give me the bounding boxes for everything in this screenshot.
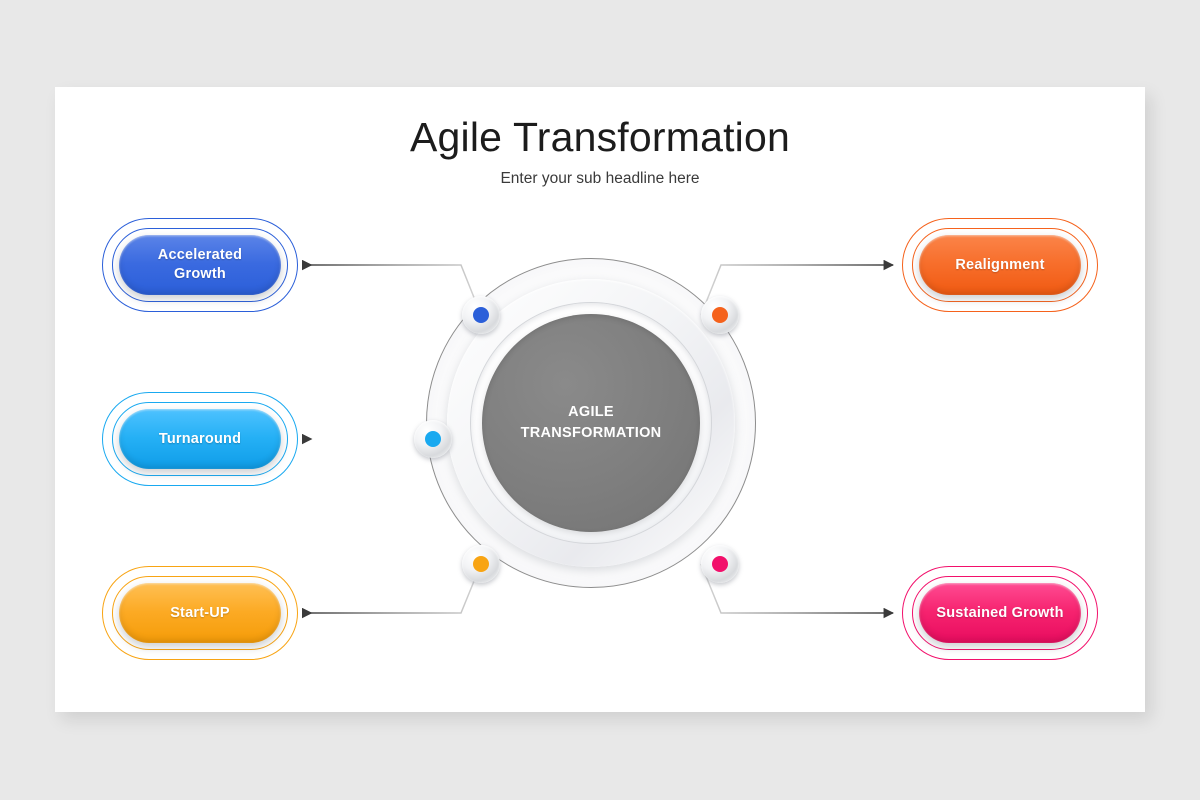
hub-core: AGILE TRANSFORMATION (482, 314, 700, 532)
pill-start-up[interactable]: Start-UP (102, 566, 298, 660)
pill-body: Accelerated Growth (119, 235, 281, 295)
pill-label-line2: Growth (174, 266, 226, 282)
pill-label-sustained-growth: Sustained Growth (936, 604, 1064, 621)
node-dot-accelerated-growth (473, 307, 489, 323)
pill-label-realignment: Realignment (955, 256, 1045, 273)
pill-sustained-growth[interactable]: Sustained Growth (902, 566, 1098, 660)
pill-body: Sustained Growth (919, 583, 1081, 643)
page-subtitle: Enter your sub headline here (500, 170, 700, 187)
pill-label-turnaround: Turnaround (158, 430, 242, 447)
page-title: Agile Transformation (409, 114, 790, 160)
node-marker-start-up[interactable] (462, 545, 500, 583)
pill-label-line1: Accelerated (157, 247, 243, 264)
pill-accelerated-growth[interactable]: Accelerated Growth (102, 218, 298, 312)
node-dot-turnaround (425, 431, 441, 447)
node-marker-turnaround[interactable] (414, 420, 452, 458)
pill-body: Realignment (919, 235, 1081, 295)
node-dot-realignment (712, 307, 728, 323)
pill-label-accelerated-growth: Accelerated Growth (150, 246, 250, 284)
pill-turnaround[interactable]: Turnaround (102, 392, 298, 486)
hub-core-label-line1: AGILE (568, 403, 614, 420)
pill-body: Start-UP (119, 583, 281, 643)
node-marker-sustained-growth[interactable] (701, 545, 739, 583)
slide-card: Agile Transformation Enter your sub head… (55, 87, 1145, 712)
node-marker-realignment[interactable] (701, 296, 739, 334)
hub-core-label: AGILE TRANSFORMATION (521, 402, 662, 444)
pill-label-start-up: Start-UP (170, 604, 230, 621)
node-dot-sustained-growth (712, 556, 728, 572)
pill-body: Turnaround (119, 409, 281, 469)
node-marker-accelerated-growth[interactable] (462, 296, 500, 334)
hub-core-label-line2: TRANSFORMATION (520, 425, 662, 441)
node-dot-start-up (473, 556, 489, 572)
pill-realignment[interactable]: Realignment (902, 218, 1098, 312)
